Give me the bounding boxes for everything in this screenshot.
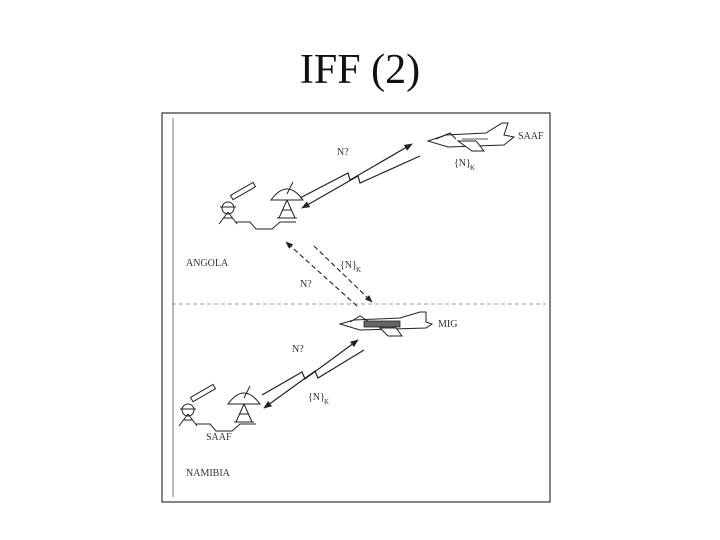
signal-bottom-challenge: [261, 339, 359, 396]
ground-station-label: SAAF: [206, 432, 232, 443]
signal-middle-response: [313, 245, 373, 303]
region-label-angola: ANGOLA: [186, 258, 229, 269]
mig-aircraft: [338, 311, 434, 337]
svg-text:K: K: [324, 398, 329, 406]
response-label-bottom: {N} K: [308, 392, 329, 406]
saaf-aircraft-label: SAAF: [518, 131, 544, 142]
saaf-aircraft: [426, 122, 516, 152]
svg-text:K: K: [356, 266, 361, 274]
challenge-label-top: N?: [337, 147, 349, 158]
svg-text:{N}: {N}: [340, 260, 357, 271]
slide-title: IFF (2): [299, 47, 421, 93]
signal-top-challenge: [299, 143, 413, 199]
svg-text:{N}: {N}: [308, 392, 325, 403]
ground-station-saaf: [178, 383, 261, 432]
figure-frame: [161, 112, 551, 503]
response-label-top: {N} K: [454, 158, 475, 172]
region-label-namibia: NAMIBIA: [186, 468, 231, 479]
mig-aircraft-label: MIG: [438, 319, 457, 330]
signal-top-response: [301, 155, 421, 209]
svg-text:K: K: [470, 164, 475, 172]
challenge-label-bottom: N?: [292, 344, 304, 355]
response-label-middle: {N} K: [340, 260, 361, 274]
ground-station-angola: [218, 181, 304, 230]
signal-bottom-response: [263, 349, 365, 409]
svg-text:{N}: {N}: [454, 158, 471, 169]
challenge-label-middle: N?: [300, 279, 312, 290]
